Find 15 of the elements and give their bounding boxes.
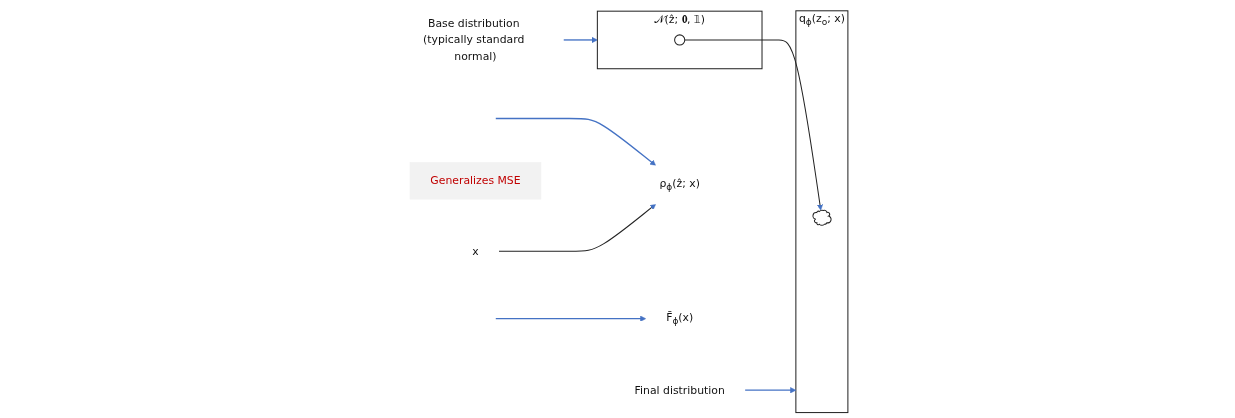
arrow [494, 117, 656, 166]
node-text: Final distribution [634, 383, 725, 397]
cluster: 𝒩(ẑ; 𝟎, 𝟙) [596, 10, 763, 70]
arrow [684, 39, 823, 211]
arrow [498, 203, 656, 252]
arrow [562, 37, 598, 43]
cluster: q$_{ϕ}$(z$_{o}$; x) [795, 10, 849, 414]
node-text: F̄$_{ϕ}$(x) [666, 310, 694, 326]
node-circle [673, 34, 686, 46]
node-text: x [472, 244, 479, 258]
node-text: Base distribution (typically standard normal) [422, 16, 525, 63]
node-text: ρ$_{ϕ}$(ẑ; x) [659, 177, 700, 193]
arrow [744, 387, 796, 394]
arrow [494, 315, 646, 322]
node-cloud [812, 209, 832, 226]
